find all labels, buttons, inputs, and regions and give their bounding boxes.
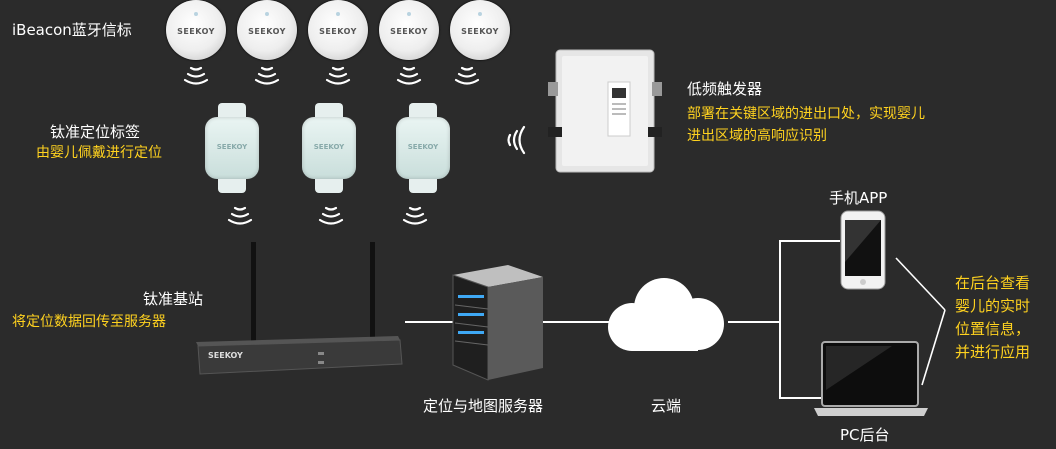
cloud-label: 云端 (651, 397, 682, 415)
signal-wave-icon (254, 66, 280, 85)
beacon-device: SEEKOY (237, 0, 297, 60)
base-brand: SEEKOY (208, 351, 243, 360)
beacon-device: SEEKOY (450, 0, 510, 60)
tag-title: 钛准定位标签 (50, 123, 141, 141)
base-station: SEEKOY (196, 242, 403, 375)
pc-to-result-line (921, 309, 946, 386)
phone-to-result-line (895, 257, 946, 311)
ibeacon-title: iBeacon蓝牙信标 (12, 21, 132, 39)
base-station-title: 钛准基站 (143, 290, 204, 308)
phone-label: 手机APP (829, 189, 888, 207)
trigger-title: 低频触发器 (687, 80, 763, 98)
signal-wave-icon (402, 206, 428, 225)
signal-wave-icon (454, 66, 480, 85)
pc-label: PC后台 (840, 426, 890, 444)
server-label: 定位与地图服务器 (423, 397, 544, 415)
signal-wave-icon (396, 66, 422, 85)
low-frequency-trigger (548, 49, 662, 173)
positioning-tag: SEEKOY (396, 103, 450, 193)
positioning-tag: SEEKOY (205, 103, 259, 193)
trigger-description-line-1: 部署在关键区域的进出口处，实现婴儿 (687, 106, 925, 122)
server-icon (452, 265, 543, 381)
smartphone-icon (840, 210, 886, 290)
cloud-icon (608, 278, 724, 351)
beacon-device: SEEKOY (166, 0, 226, 60)
result-line-4: 并进行应用 (955, 343, 1031, 361)
base-station-description: 将定位数据回传至服务器 (12, 314, 166, 330)
signal-wave-icon (325, 66, 351, 85)
result-line-2: 婴儿的实时 (955, 297, 1031, 315)
trigger-description-line-2: 进出区域的高响应识别 (687, 128, 827, 144)
result-line-1: 在后台查看 (955, 274, 1031, 292)
tag-description: 由婴儿佩戴进行定位 (36, 145, 162, 161)
signal-wave-icon (183, 66, 209, 85)
branch-line (779, 240, 840, 399)
signal-wave-icon (227, 206, 253, 225)
positioning-tag: SEEKOY (302, 103, 356, 193)
result-line-3: 位置信息， (955, 320, 1031, 338)
laptop-icon (814, 341, 928, 416)
signal-wave-icon (507, 125, 526, 155)
signal-wave-icon (318, 206, 344, 225)
beacon-device: SEEKOY (308, 0, 368, 60)
beacon-device: SEEKOY (379, 0, 439, 60)
